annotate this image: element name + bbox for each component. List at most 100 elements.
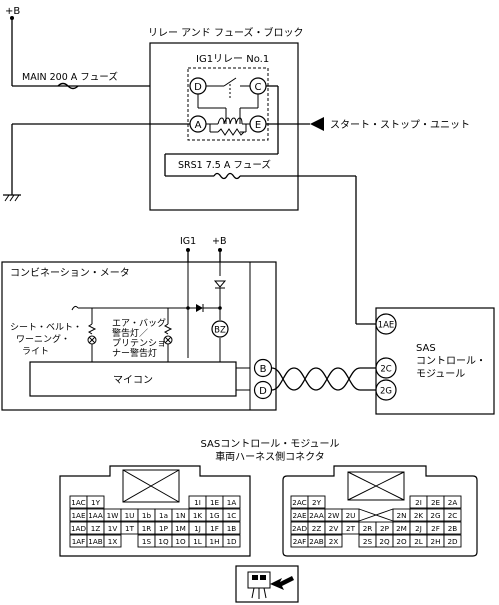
svg-text:1E: 1E [210,498,220,507]
svg-text:1L: 1L [193,537,202,546]
connector-pin: 2AD [290,521,309,535]
connector-pin: 1D [222,534,241,548]
airbag-lamp-label: エア・バッグ 警告灯／ プリテンショ ナー警告灯 [112,317,166,359]
micom-label: マイコン [113,375,153,386]
meter-terminal-d: D [253,380,273,400]
svg-text:1F: 1F [210,524,219,533]
connector-pin: 2G [426,508,445,522]
svg-text:1AA: 1AA [88,511,103,520]
svg-text:1O: 1O [175,537,186,546]
svg-text:1V: 1V [108,524,118,533]
connector-pin: 2I [409,495,428,509]
svg-text:1Q: 1Q [158,537,169,546]
connector-pin: 2Y [307,495,326,509]
connector-pin: 1O [171,534,190,548]
svg-text:プリテンショ: プリテンショ [112,338,166,349]
svg-text:2C: 2C [448,511,458,520]
svg-text:警告灯／: 警告灯／ [112,327,148,339]
svg-text:1J: 1J [194,524,201,533]
connector-pin: 1W [103,508,122,522]
svg-text:車両ハーネス側コネクタ: 車両ハーネス側コネクタ [215,450,325,463]
svg-text:ナー警告灯: ナー警告灯 [112,347,157,359]
connector-pin: 2AE [290,508,309,522]
relay-outline [187,67,269,141]
b-label-meter: +B [212,236,226,247]
connector-pin: 1AF [69,534,88,548]
svg-text:A: A [195,120,202,131]
connector-title: SASコントロール・モジュール 車両ハーネス側コネクタ [200,439,339,463]
connector-pin: 1P [154,521,173,535]
svg-text:2J: 2J [415,524,422,533]
connector-pin: 1A [222,495,241,509]
svg-text:1C: 1C [227,511,237,520]
svg-text:1R: 1R [142,524,152,533]
svg-text:D: D [259,386,267,397]
sas-terminal-2g: 2G [375,379,397,401]
connector-left-outline [59,465,251,557]
svg-text:2AD: 2AD [292,524,307,533]
meter-internal-wires [71,262,250,391]
connector-pin: 2S [358,534,377,548]
svg-text:1Z: 1Z [91,524,101,533]
svg-text:2L: 2L [414,537,423,546]
connector-pin: 2D [443,534,462,548]
connector-pin: 1N [171,508,190,522]
svg-text:2W: 2W [328,511,340,520]
connector-pin: 2V [324,521,343,535]
svg-text:2P: 2P [380,524,390,533]
svg-text:BZ: BZ [214,326,226,336]
connector-pin: 1T [120,521,139,535]
svg-text:1b: 1b [142,511,152,520]
connector-pin: 1C [222,508,241,522]
srs-fuse-symbol [213,172,241,180]
meter-terminal-b: B [253,358,273,378]
connector-pin: 1Z [86,521,105,535]
connector-pin: 1R [137,521,156,535]
connector-pin: 1AE [69,508,88,522]
svg-text:2I: 2I [415,498,422,507]
connector-pin: 1AD [69,521,88,535]
relay-terminal-a: A [189,115,207,133]
svg-text:2T: 2T [346,524,356,533]
connector-pin: 2F [426,521,445,535]
sas-module-name: SAS コントロール・ モジュール [416,343,486,380]
connector-pin: 2K [409,508,428,522]
svg-text:1M: 1M [175,524,186,533]
svg-text:1AC: 1AC [71,498,85,507]
svg-text:1U: 1U [125,511,135,520]
svg-text:2G: 2G [430,511,440,520]
svg-text:エア・バッグ: エア・バッグ [112,317,166,329]
relay-fuse-block [149,42,299,211]
svg-text:2AE: 2AE [292,511,306,520]
twisted-pair-wire [271,367,376,391]
connector-pin: 1F [205,521,224,535]
svg-text:2AC: 2AC [292,498,306,507]
svg-text:1W: 1W [107,511,119,520]
connector-pin: 1Q [154,534,173,548]
start-stop-unit-label: スタート・ストップ・ユニット [330,119,470,131]
b-label-top: +B [5,6,20,17]
svg-text:2AF: 2AF [293,537,307,546]
connector-pin: 1S [137,534,156,548]
connector-pin: 2C [443,508,462,522]
connector-pin: 2AF [290,534,309,548]
connector-pin: 1U [120,508,139,522]
connector-pin: 1J [188,521,207,535]
svg-text:1P: 1P [159,524,169,533]
svg-text:2N: 2N [397,511,407,520]
connector-pin: 1AC [69,495,88,509]
connector-pin: 2B [443,521,462,535]
svg-text:モジュール: モジュール [416,369,465,380]
relay-terminal-c: C [249,77,267,95]
connector-pin: 1E [205,495,224,509]
connector-pin: 1AA [86,508,105,522]
connector-pin: 2O [392,534,411,548]
buzzer: BZ [211,320,229,338]
svg-text:2E: 2E [431,498,441,507]
svg-text:SAS: SAS [416,343,436,354]
connector-pin: 2Q [375,534,394,548]
svg-text:2Q: 2Q [379,537,390,546]
relay-name: IG1リレー No.1 [196,54,269,65]
